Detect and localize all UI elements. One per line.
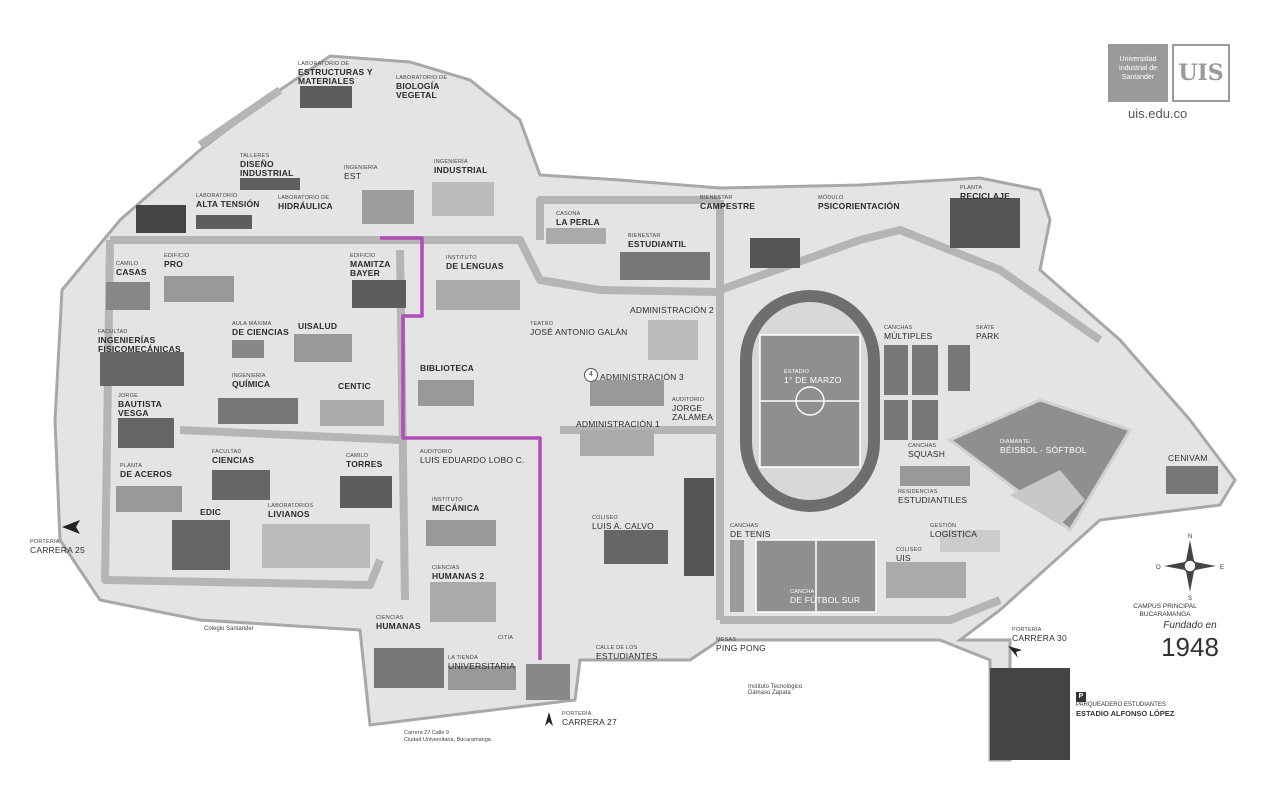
label-edic[interactable]: EDIC [200,507,222,517]
buildings [100,86,1218,760]
label-centic[interactable]: CENTIC [338,381,371,391]
gate-arrow-carrera-25-icon [62,520,80,534]
compass-e: E [1220,565,1224,571]
founded-year: 1948 [1161,632,1219,662]
diamante-beisbol[interactable] [947,398,1133,533]
compass-s: S [1188,596,1192,602]
founded-label: Fundado en [1163,620,1217,631]
parking-legend: P PARQUEADERO ESTUDIANTES ESTADIO ALFONS… [1076,692,1175,719]
compass-o: O [1156,565,1161,571]
canchas-tenis[interactable] [730,540,744,612]
canchas-multiples[interactable] [884,345,970,440]
campus-title: CAMPUS PRINCIPAL BUCARAMANGA [1133,603,1197,618]
label-biblioteca[interactable]: BIBLIOTECA [420,363,474,373]
uis-logo-mark: UIS [1172,44,1230,102]
label-administracion-2[interactable]: ADMINISTRACIÓN 2 [630,305,714,315]
uis-logo-name: Universidad Industrial de Santander [1108,44,1168,102]
label-administracion-1[interactable]: ADMINISTRACIÓN 1 [576,419,660,429]
label-damaso-zapata: Instituto Tecnológico Dámaso Zapata [748,684,803,697]
website-url[interactable]: uis.edu.co [1128,106,1188,121]
label-cenivam[interactable]: CENIVAM [1168,453,1208,463]
parking-sign-icon: P [1076,692,1086,702]
label-uisalud[interactable]: UISALUD [298,321,338,331]
label-citia[interactable]: CITIA [498,635,514,641]
campus-address: Carrera 27 Calle 9 Ciudad Universitaria,… [404,730,491,744]
gate-arrow-carrera-30-icon [1008,646,1022,658]
gate-arrow-carrera-27-icon [545,712,553,726]
compass-n: N [1188,534,1192,540]
label-colegio-santander: Colegio Santander [204,626,254,632]
highlighted-route [380,236,542,660]
compass-rose-icon [1164,540,1216,592]
uis-logo: Universidad Industrial de Santander UIS [1108,44,1232,102]
stadium-1-de-marzo[interactable] [740,290,880,512]
